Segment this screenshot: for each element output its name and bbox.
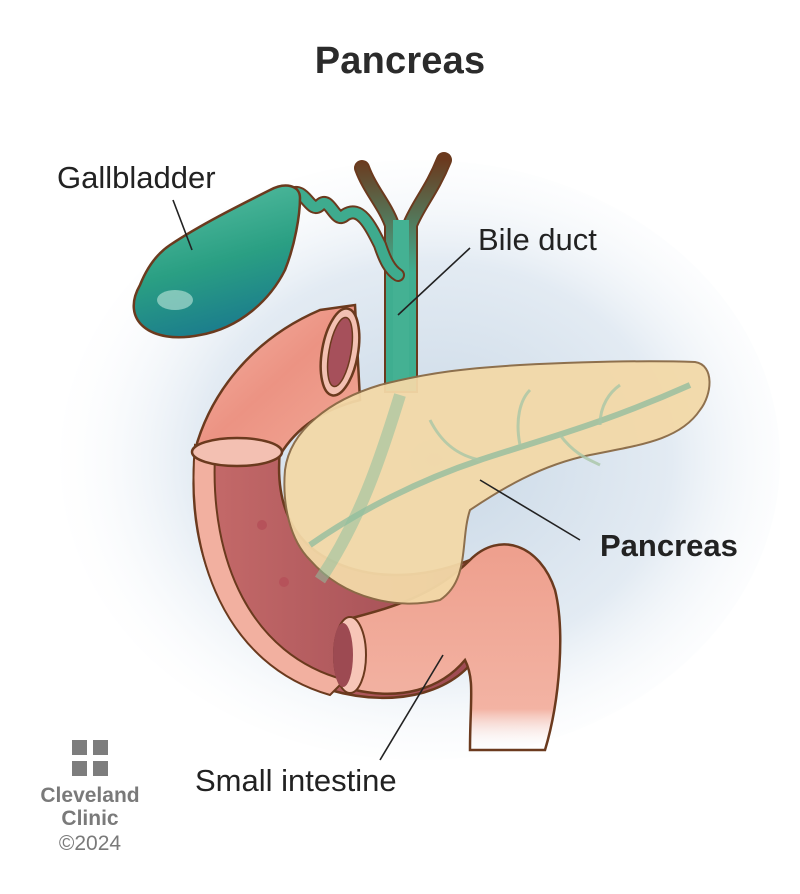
bile-duct-leader [397,247,471,316]
pancreas-leader [479,479,581,541]
label-gallbladder: Gallbladder [57,160,216,195]
label-small-intestine: Small intestine [195,763,397,798]
cleveland-clinic-logo: Cleveland Clinic ©2024 [30,740,150,858]
label-pancreas: Pancreas [600,528,738,563]
copyright: ©2024 [58,832,122,855]
small-intestine-leader [379,654,444,761]
cleveland-clinic-cross-icon [72,740,108,776]
logo-line1: Cleveland [40,784,140,807]
label-bile-duct: Bile duct [478,222,597,257]
gallbladder-leader [172,199,193,251]
logo-line2: Clinic [61,807,119,830]
page-title: Pancreas [314,40,486,82]
